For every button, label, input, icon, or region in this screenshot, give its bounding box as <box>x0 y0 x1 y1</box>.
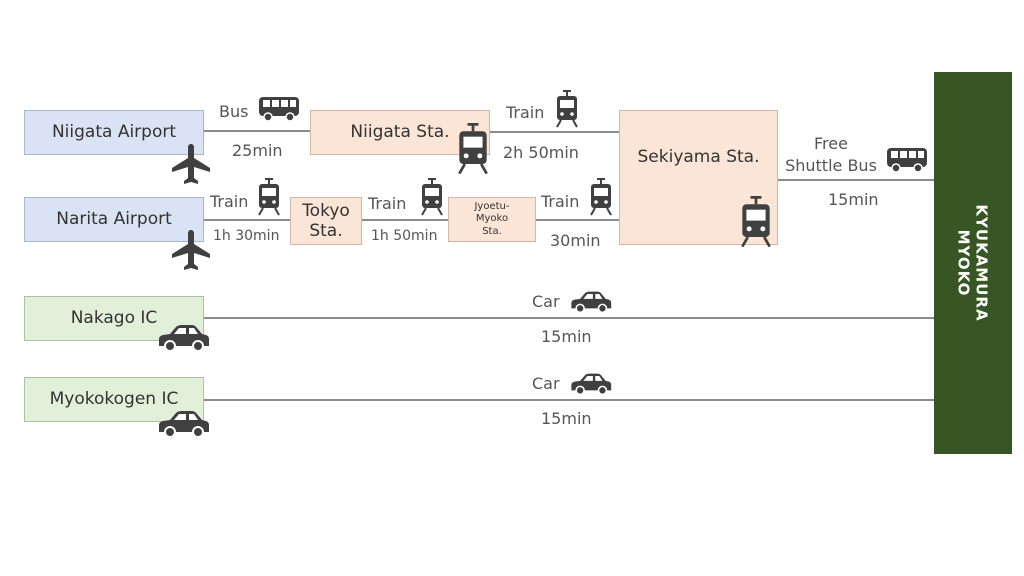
jyoetu-myoko-station-label: Jyoetu- Myoko Sta. <box>474 200 510 237</box>
mode-label-train-narita: Train <box>210 192 249 211</box>
car-icon <box>571 373 612 396</box>
niigata-airport-box: Niigata Airport <box>24 110 204 155</box>
airplane-icon <box>172 230 210 270</box>
destination-line1: KYUKAMURA <box>973 204 992 322</box>
destination-label: KYUKAMURA MYOKO <box>955 204 991 321</box>
time-label-train-narita: 1h 30min <box>213 228 280 244</box>
airplane-icon <box>172 144 210 184</box>
time-label-train-jyoetu: 30min <box>550 231 601 250</box>
mode-label-train-jyoetu: Train <box>541 192 580 211</box>
mode-label-car-nakago: Car <box>532 292 560 311</box>
car-icon <box>159 411 209 438</box>
train-icon <box>741 196 771 248</box>
mode-label-train-niigata: Train <box>506 103 545 122</box>
myokokogen-ic-box: Myokokogen IC <box>24 377 204 422</box>
time-label-car-nakago: 15min <box>541 327 592 346</box>
mode-label-train-tokyo: Train <box>368 194 407 213</box>
route-line-myokokogen-to-dest <box>204 399 934 401</box>
mode-label-car-myokokogen: Car <box>532 374 560 393</box>
niigata-station-label: Niigata Sta. <box>350 122 450 143</box>
sekiyama-station-label: Sekiyama Sta. <box>637 147 760 168</box>
train-icon <box>590 178 612 216</box>
bus-icon <box>259 97 299 122</box>
train-icon <box>458 123 488 175</box>
car-icon <box>571 291 612 314</box>
time-label-train-tokyo: 1h 50min <box>371 228 438 244</box>
time-label-shuttle-bus: 15min <box>828 190 879 209</box>
time-label-car-myokokogen: 15min <box>541 409 592 428</box>
myokokogen-ic-label: Myokokogen IC <box>49 389 179 410</box>
narita-airport-label: Narita Airport <box>56 209 172 230</box>
route-line-sekiyama-to-dest <box>778 179 934 181</box>
mode-label-bus-niigata: Bus <box>219 102 249 121</box>
route-line-jyoetu-to-sekiyama <box>536 219 619 221</box>
train-icon <box>556 90 578 128</box>
narita-airport-box: Narita Airport <box>24 197 204 242</box>
mode-label-shuttle-bus: Free Shuttle Bus <box>785 134 877 175</box>
route-line-tokyo-to-jyoetu <box>362 219 448 221</box>
kyukamura-myoko-destination: KYUKAMURA MYOKO <box>934 72 1012 454</box>
time-label-train-niigata: 2h 50min <box>503 143 579 162</box>
tokyo-station-label: Tokyo Sta. <box>302 200 350 241</box>
niigata-airport-label: Niigata Airport <box>51 122 177 143</box>
route-line-narita-to-tokyo <box>204 219 290 221</box>
destination-line2: MYOKO <box>955 229 974 297</box>
car-icon <box>159 325 209 352</box>
route-line-niigata-airport-to-niigata <box>204 130 310 132</box>
route-line-niigata-to-sekiyama <box>490 131 619 133</box>
time-label-bus-niigata: 25min <box>232 141 283 160</box>
train-icon <box>421 178 443 216</box>
train-icon <box>258 178 280 216</box>
tokyo-station-box: Tokyo Sta. <box>290 197 362 245</box>
route-line-nakago-to-dest <box>204 317 934 319</box>
jyoetu-myoko-station-box: Jyoetu- Myoko Sta. <box>448 197 536 242</box>
bus-icon <box>887 148 927 173</box>
nakago-ic-label: Nakago IC <box>70 308 158 329</box>
